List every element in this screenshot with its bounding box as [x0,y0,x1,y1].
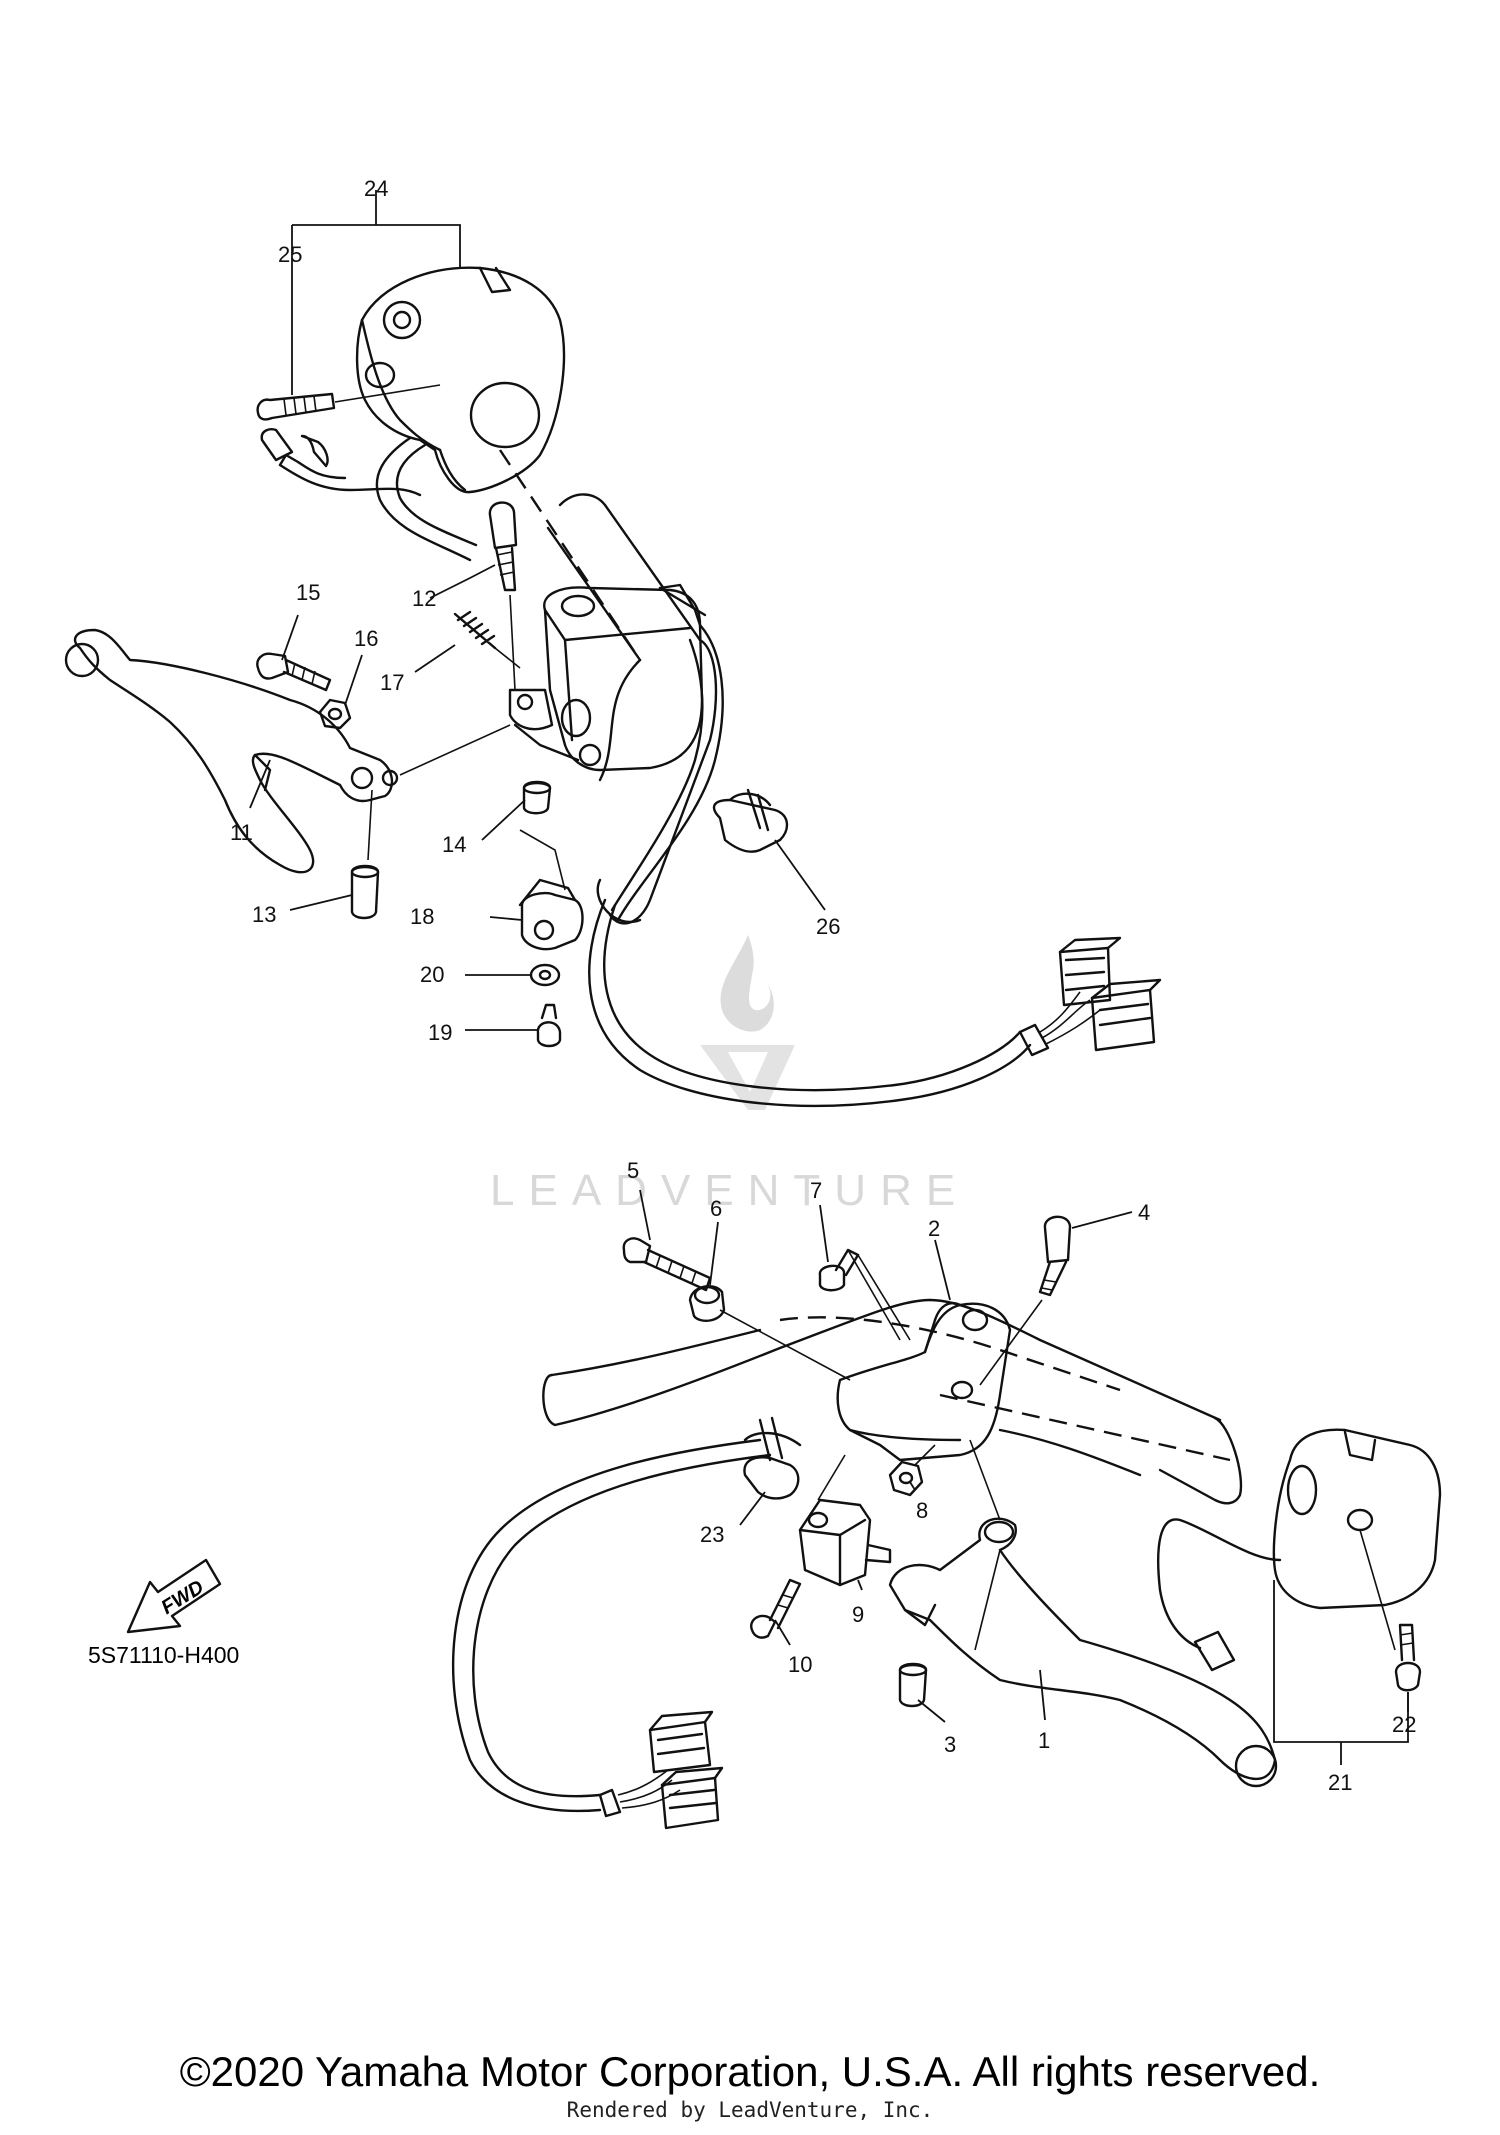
callout-10: 10 [788,1652,812,1677]
lower-assembly [451,1215,1442,1830]
callout-23: 23 [700,1522,724,1547]
pivot-bolt-15 [256,652,290,680]
connector-top-a [1058,946,1112,1007]
collar-3 [898,1662,928,1708]
copyright-text: ©2020 Yamaha Motor Corporation, U.S.A. A… [179,2048,1321,2095]
rendered-by-text: Rendered by LeadVenture, Inc. [566,2098,934,2122]
nut-8 [888,1460,924,1497]
harness-bottom [451,1438,762,1813]
fwd-arrow-icon: FWD [126,1558,222,1634]
callout-7: 7 [810,1178,822,1203]
callout-13: 13 [252,902,276,927]
collar-14 [522,780,552,815]
leader-lines [249,190,1409,1765]
callout-11: 11 [230,820,253,845]
callout-3: 3 [944,1732,956,1757]
watermark-text: LEADVENTURE [490,1166,969,1215]
callout-15: 15 [296,580,320,605]
callout-24: 24 [364,176,388,201]
callout-20: 20 [420,962,444,987]
callout-18: 18 [410,904,434,929]
callout-5: 5 [627,1158,639,1183]
callout-25: 25 [278,242,302,267]
bolt-7 [818,1264,846,1292]
connector-top-b [1090,988,1156,1052]
callout-26: 26 [816,914,840,939]
bolt-4 [1043,1215,1072,1264]
handlebar-bottom [542,1298,932,1427]
nut-16 [318,698,352,730]
callout-12: 12 [412,586,436,611]
screw-22 [1394,1661,1422,1692]
callout-8: 8 [916,1498,928,1523]
screw-25 [256,392,336,421]
brake-lever-11 [73,628,394,874]
collar-13 [350,864,380,920]
screw-10 [750,1614,777,1639]
upper-assembly [64,266,1162,1108]
harness-top [588,898,1032,1108]
brake-hose [616,623,724,922]
watermark-logo: LEADVENTURE [490,935,969,1215]
brake-switch-18 [520,891,584,951]
callout-9: 9 [852,1602,864,1627]
connector-bottom-a [648,1720,712,1774]
callout-22: 22 [1392,1712,1416,1737]
callout-19: 19 [428,1020,452,1045]
callout-21: 21 [1328,1770,1352,1795]
hose-clamp-23 [743,1456,800,1500]
connector-bottom-b [660,1776,720,1830]
diagram-code: 5S71110-H400 [88,1642,240,1668]
hose-clamp-26 [712,798,789,853]
callout-labels: 1 2 3 4 5 6 7 8 9 10 11 12 13 14 15 16 1… [230,176,1416,1795]
handlebar-top [558,493,702,642]
connector-small [1193,1630,1236,1672]
callout-16: 16 [354,626,378,651]
callout-2: 2 [928,1216,940,1241]
fwd-label: FWD [158,1576,208,1619]
callout-17: 17 [380,670,404,695]
screw-19 [536,1021,562,1048]
callout-4: 4 [1138,1200,1150,1225]
left-switch-housing [1272,1428,1442,1610]
callout-14: 14 [442,832,466,857]
clutch-lever-1 [888,1517,1277,1780]
bolt-12 [488,501,518,550]
clutch-switch-9 [798,1498,872,1587]
washer-20 [529,963,561,987]
bolt-5 [622,1237,652,1264]
callout-6: 6 [710,1196,722,1221]
spring-17 [453,610,497,650]
callout-1: 1 [1038,1728,1050,1753]
